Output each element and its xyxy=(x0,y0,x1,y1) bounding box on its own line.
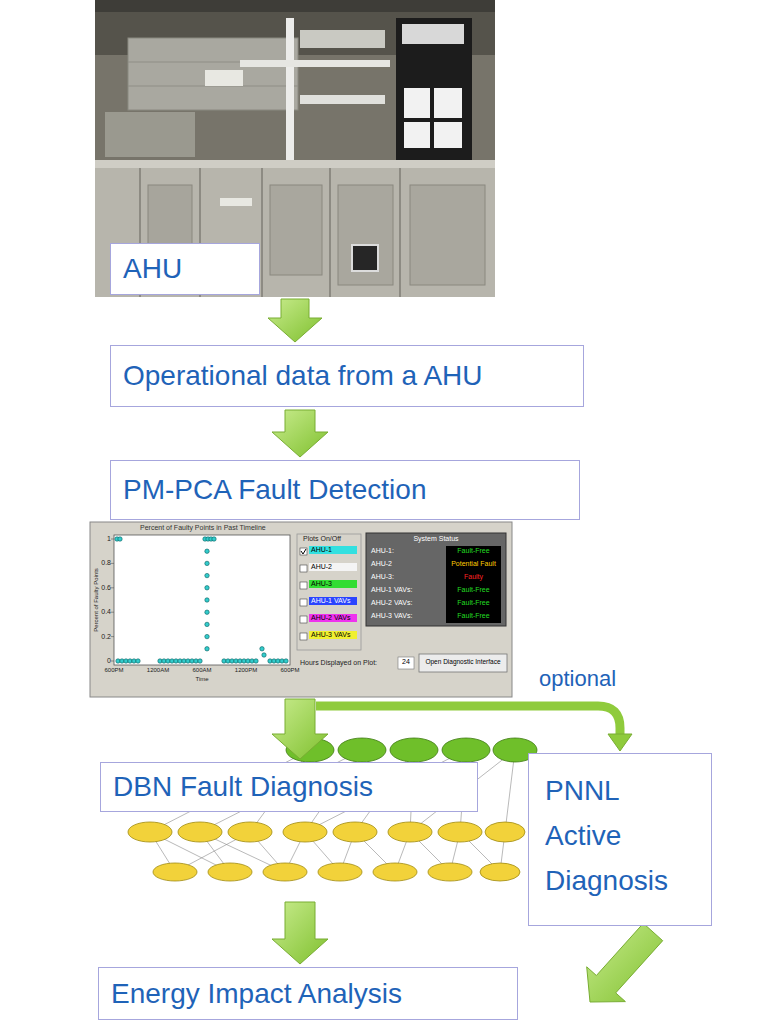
screen-label: AHU-2 VAVs xyxy=(309,614,357,622)
edge-label: optional xyxy=(537,666,618,692)
screen-label: 600AM xyxy=(192,667,211,674)
screen-label: Fault-Free xyxy=(446,586,501,594)
box-label: PM-PCA Fault Detection xyxy=(123,474,567,506)
flow-arrow xyxy=(272,410,328,457)
process-box: PNNL Active Diagnosis xyxy=(528,753,712,926)
screen-label: AHU-2 xyxy=(309,563,357,571)
process-box: Operational data from a AHU xyxy=(110,345,584,407)
screen-label: Percent of Faulty Points in Past Timelin… xyxy=(140,524,266,532)
screen-label: 1200PM xyxy=(235,667,257,674)
screen-label: Percent of Faulty Points xyxy=(93,568,100,632)
box-label: PNNL Active Diagnosis xyxy=(545,768,695,903)
screen-label: Fault-Free xyxy=(446,612,501,620)
box-label: Operational data from a AHU xyxy=(123,360,571,392)
screen-label: 600PM xyxy=(280,667,299,674)
screen-label: Fault-Free xyxy=(446,547,501,555)
screen-label: 0.8 xyxy=(96,559,111,567)
box-label: AHU xyxy=(123,253,247,285)
screen-label: 24 xyxy=(398,658,414,666)
process-box: PM-PCA Fault Detection xyxy=(110,460,580,520)
screen-label: Hours Displayed on Plot: xyxy=(300,659,377,667)
screen-label: 0.2 xyxy=(96,633,111,641)
box-label: DBN Fault Diagnosis xyxy=(113,771,465,803)
screen-label: AHU-3 VAVs: xyxy=(371,612,412,620)
screen-label: AHU-3 xyxy=(309,580,357,588)
screen-label: Faulty xyxy=(446,573,501,581)
screen-label: AHU-1 VAVs: xyxy=(371,586,412,594)
screen-label: Potential Fault xyxy=(446,560,501,568)
screen-label: AHU-2 VAVs: xyxy=(371,599,412,607)
screen-label: AHU-2 xyxy=(371,560,392,568)
screen-label: Time xyxy=(195,676,208,683)
screen-label: Fault-Free xyxy=(446,599,501,607)
screen-label: Plots On/Off xyxy=(303,535,341,543)
flow-arrow xyxy=(268,299,322,342)
screen-label: 600PM xyxy=(104,667,123,674)
screen-label: Open Diagnostic Interface xyxy=(419,658,507,666)
process-box: DBN Fault Diagnosis xyxy=(100,762,478,812)
process-box: AHU xyxy=(110,243,260,295)
flow-arrow xyxy=(272,902,328,964)
screen-label: 1 xyxy=(96,535,111,543)
screen-label: AHU-3: xyxy=(371,573,394,581)
flow-arrow xyxy=(316,706,632,751)
flow-arrow xyxy=(587,923,663,1002)
screen-label: AHU-1: xyxy=(371,547,394,555)
process-box: Energy Impact Analysis xyxy=(98,967,518,1020)
box-label: Energy Impact Analysis xyxy=(111,978,505,1010)
screen-label: AHU-1 VAVs xyxy=(309,597,357,605)
screen-label: AHU-3 VAVs xyxy=(309,631,357,639)
screen-label: 1200AM xyxy=(147,667,169,674)
screen-label: System Status xyxy=(413,535,458,543)
screen-label: 0 xyxy=(96,657,111,665)
screen-label: AHU-1 xyxy=(309,546,357,554)
